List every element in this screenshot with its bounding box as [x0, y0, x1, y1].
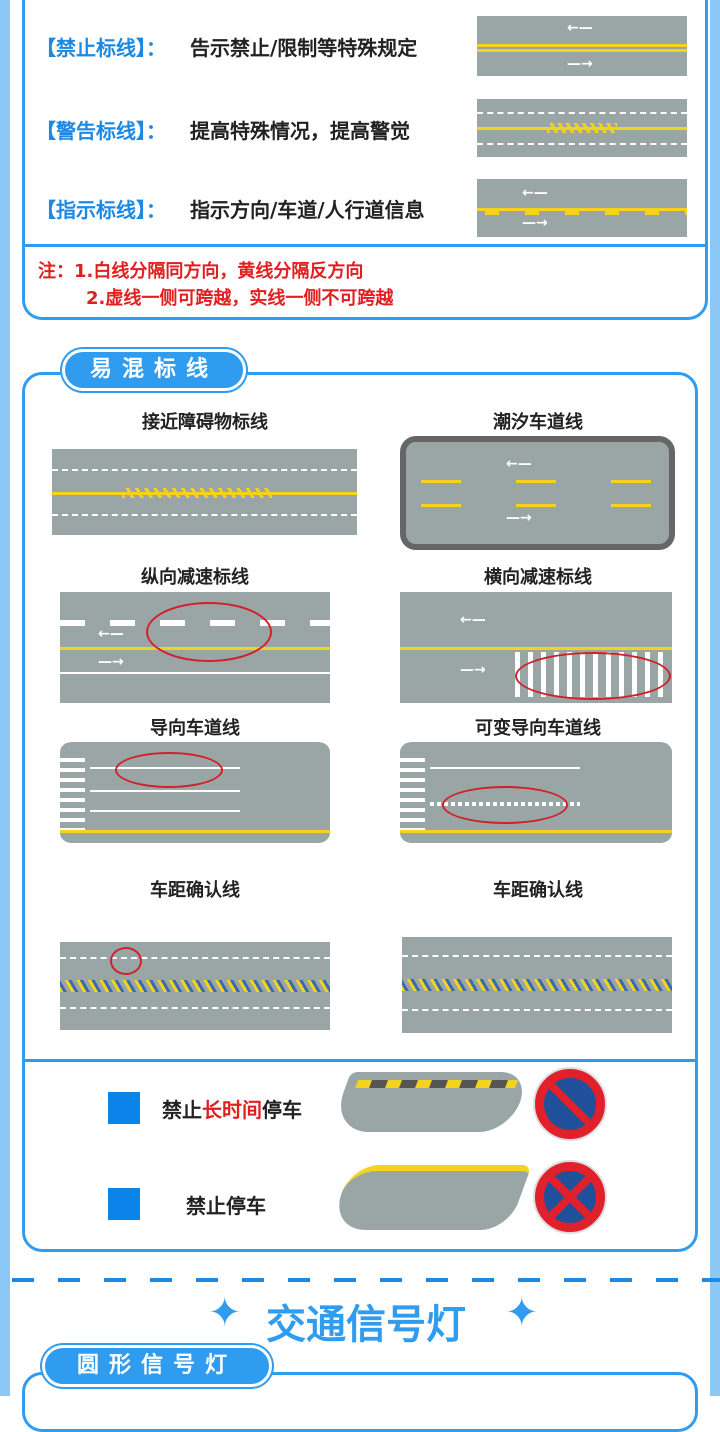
no-parking-label: 禁止停车	[186, 1194, 266, 1218]
marking-desc: 指示方向/车道/人行道信息	[190, 198, 425, 222]
highlight-ellipse	[110, 947, 142, 975]
sparkle-icon: ✦	[208, 1290, 242, 1336]
highlight-ellipse	[515, 652, 671, 700]
item-title: 车距确认线	[150, 880, 240, 901]
item-title: 接近障碍物标线	[142, 412, 268, 433]
item-title: 潮汐车道线	[493, 412, 583, 433]
left-border	[0, 0, 10, 1396]
warning-road-image	[477, 97, 687, 159]
distance-confirm-image-2	[402, 935, 672, 1035]
variable-guide-lane-image	[400, 740, 672, 845]
prohibition-road-image: ←——→	[477, 14, 687, 78]
highlight-ellipse	[115, 752, 223, 788]
curb-image-yellow-dashed	[329, 1072, 531, 1132]
no-long-parking-sign-icon	[533, 1067, 607, 1141]
marking-label: 【禁止标线】：	[36, 36, 166, 60]
distance-confirm-image-1	[60, 940, 330, 1032]
obstacle-road-image	[52, 447, 357, 537]
highlight-ellipse	[146, 602, 272, 662]
dashed-separator	[12, 1278, 720, 1282]
bullet-square	[108, 1092, 140, 1124]
marking-desc: 告示禁止/限制等特殊规定	[190, 36, 418, 60]
highlight-ellipse	[442, 786, 568, 824]
marking-desc: 提高特殊情况，提高警觉	[190, 119, 410, 143]
right-border	[710, 0, 720, 1396]
tidal-road-image: ←——→	[400, 436, 675, 550]
section-title: 交通信号灯	[266, 1302, 466, 1348]
bullet-square	[108, 1188, 140, 1220]
section-pill: 易混标线	[62, 349, 246, 391]
section-pill: 圆形信号灯	[42, 1345, 272, 1387]
item-title: 可变导向车道线	[475, 718, 601, 739]
item-title: 车距确认线	[493, 880, 583, 901]
item-title: 纵向减速标线	[141, 567, 249, 588]
indication-road-image: ←——→	[477, 177, 687, 239]
item-title: 横向减速标线	[484, 567, 592, 588]
marking-label: 【警告标线】：	[36, 119, 166, 143]
marking-label: 【指示标线】：	[36, 198, 166, 222]
guide-lane-image	[60, 740, 330, 845]
note-1: 注：1.白线分隔同方向，黄线分隔反方向	[38, 261, 364, 282]
item-title: 导向车道线	[150, 718, 240, 739]
sparkle-icon: ✦	[505, 1290, 539, 1336]
divider	[24, 244, 706, 247]
no-parking-sign-icon	[533, 1160, 607, 1234]
curb-image-yellow-solid	[328, 1165, 532, 1230]
no-long-parking-label: 禁止长时间停车	[162, 1098, 302, 1122]
divider	[24, 1059, 696, 1062]
note-2: 2.虚线一侧可跨越，实线一侧不可跨越	[86, 288, 394, 309]
